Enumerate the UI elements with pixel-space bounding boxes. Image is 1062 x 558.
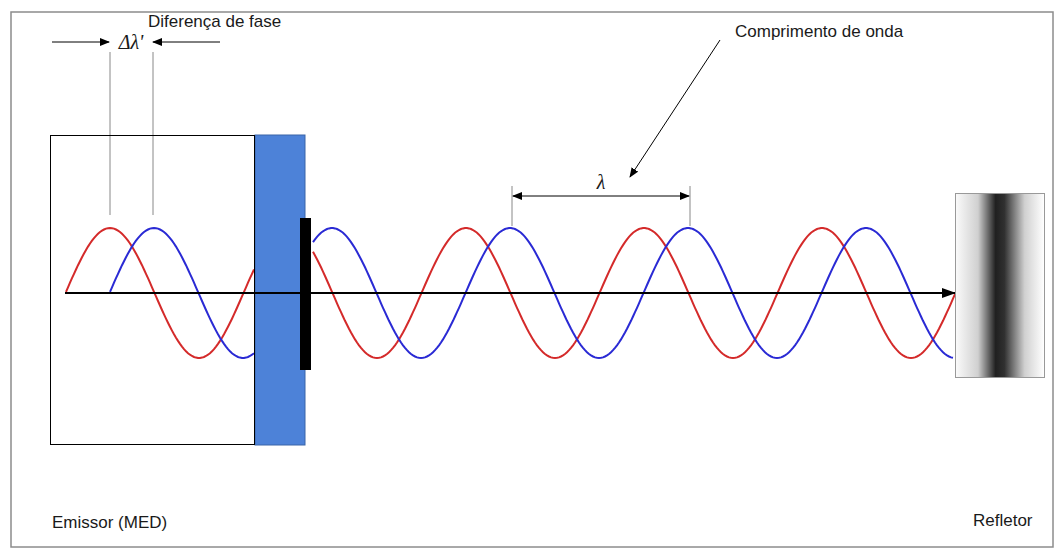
frame	[11, 12, 1053, 547]
outline	[955, 193, 1045, 378]
dimension-arrow	[52, 42, 109, 43]
dimension-arrow	[513, 196, 600, 197]
tick-line	[512, 186, 513, 226]
waves	[66, 228, 957, 358]
emitter-box: Emissor (MED)	[50, 135, 255, 533]
tick-line	[690, 186, 691, 226]
dimension-arrow	[153, 42, 220, 43]
blue-plate	[255, 135, 305, 445]
tick-line	[153, 52, 154, 215]
outline	[50, 135, 255, 445]
axis-arrow	[255, 292, 955, 294]
tick-line	[110, 52, 111, 215]
annotation: Comprimento de onda	[735, 22, 903, 42]
sine-wave	[66, 228, 254, 358]
dimension-arrow	[600, 196, 689, 197]
node-label: Refletor	[973, 511, 1033, 531]
dimension-label: Δλ'	[117, 30, 146, 54]
node-label: Emissor (MED)	[52, 513, 167, 533]
dimension-label: λ	[595, 170, 608, 194]
leader-line	[630, 40, 720, 177]
axis-inner	[65, 292, 255, 294]
annotation: Diferença de fase	[148, 12, 281, 32]
reflector-box: Refletor	[955, 193, 1045, 531]
